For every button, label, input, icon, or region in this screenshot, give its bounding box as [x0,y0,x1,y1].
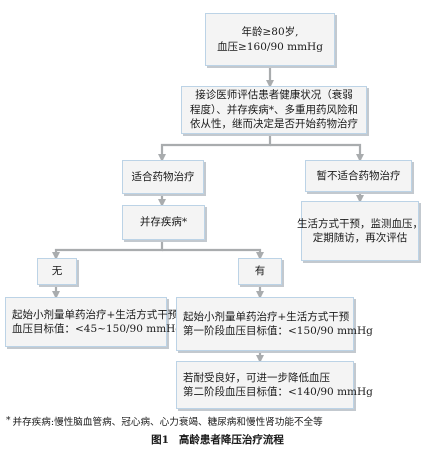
footnote: *并存疾病:慢性脑血管病、冠心病、心力衰竭、糖尿病和慢性肾功能不全等 [6,414,431,428]
no-label: 无 [51,265,63,278]
lifestyle-line1: 生活方式干预，监测血压， [297,217,423,230]
branch-comorbidity-to-yes [162,248,264,260]
suitable-label: 适合药物治疗 [131,170,195,183]
figure-title: 高龄患者降压治疗流程 [178,434,284,446]
stage2-box: 若耐受良好，可进一步降低血压 第二阶段血压目标值：<140/90 mmHg [176,361,373,409]
age-criteria-line2: 血压≥160/90 mmHg [217,40,323,53]
treatment-yes-line2: 第一阶段血压目标值：<150/90 mmHg [183,325,373,337]
branch-evaluate-to-unsuitable [270,143,364,162]
treatment-yes-box: 起始小剂量单药治疗+生活方式干预 第一阶段血压目标值：<150/90 mmHg [176,297,373,351]
comorbidity-box: 并存疾病* [122,205,205,240]
treatment-no-box: 起始小剂量单药治疗+生活方式干预 血压目标值：<45~150/90 mmHg [5,297,183,347]
suitable-box: 适合药物治疗 [122,160,204,194]
branch-comorbidity-to-no [52,240,164,260]
branch-evaluate-to-suitable [158,134,272,162]
figure-caption: 图1 高龄患者降压治疗流程 [0,432,435,447]
lifestyle-box: 生活方式干预，监测血压， 定期随访，再次评估 [297,201,423,261]
evaluate-line2: 程度）、并存疾病*、多重用药风险和 [190,103,358,116]
stage2-line2: 第二阶段血压目标值：<140/90 mmHg [183,386,373,398]
comorbidity-label: 并存疾病* [139,216,188,229]
treatment-no-line1: 起始小剂量单药治疗+生活方式干预 [12,308,179,321]
treatment-yes-line1: 起始小剂量单药治疗+生活方式干预 [183,310,350,323]
lifestyle-line2: 定期随访，再次评估 [312,232,408,244]
unsuitable-box: 暂不适合药物治疗 [305,160,412,192]
evaluate-box: 接诊医师评估患者健康状况（衰弱 程度）、并存疾病*、多重用药风险和 依从性，继而… [181,86,367,134]
yes-box: 有 [238,258,282,285]
stage2-line1: 若耐受良好，可进一步降低血压 [183,371,330,384]
age-criteria-box: 年龄≥80岁, 血压≥160/90 mmHg [205,13,335,66]
no-box: 无 [37,258,77,285]
treatment-no-line2: 血压目标值：<45~150/90 mmHg [12,323,183,335]
unsuitable-label: 暂不适合药物治疗 [316,169,401,182]
evaluate-line3: 依从性，继而决定是否开始药物治疗 [190,118,358,131]
age-criteria-line1: 年龄≥80岁, [241,26,299,38]
figure-label: 图1 [151,434,169,446]
evaluate-line1: 接诊医师评估患者健康状况（衰弱 [195,89,353,102]
footnote-text: 并存疾病:慢性脑血管病、冠心病、心力衰竭、糖尿病和慢性肾功能不全等 [12,417,323,428]
footnote-marker: * [6,416,11,426]
yes-label: 有 [254,265,266,278]
